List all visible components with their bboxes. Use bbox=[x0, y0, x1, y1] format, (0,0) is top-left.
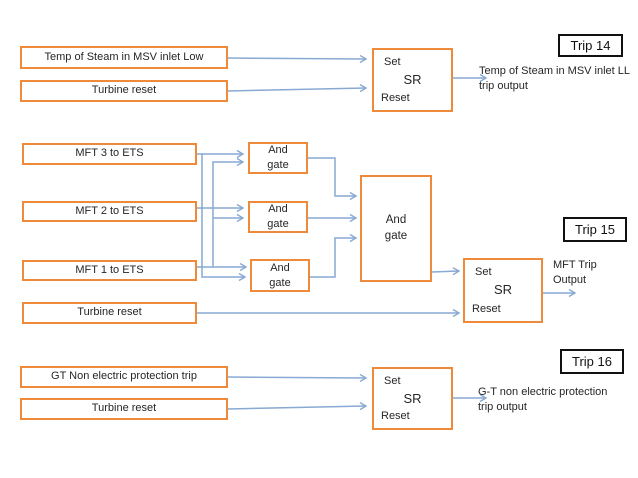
wire-t14-reset-line bbox=[227, 84, 368, 93]
input-box-label: Turbine reset bbox=[77, 306, 142, 319]
sr-reset-label: Reset bbox=[381, 92, 410, 104]
sr-label: SR bbox=[403, 72, 422, 87]
wire-gate3-to-biggate bbox=[310, 233, 358, 278]
output-label-line1: MFT Trip bbox=[553, 259, 597, 271]
sr-set-label: Set bbox=[384, 375, 401, 387]
trip-badge-14: Trip 14 bbox=[558, 34, 623, 57]
input-box-msv-inlet-low: Temp of Steam in MSV inlet Low bbox=[20, 46, 228, 69]
sr-set-label: Set bbox=[475, 266, 492, 278]
and-gate-1: And gate bbox=[248, 142, 308, 174]
and-gate-2: And gate bbox=[248, 201, 308, 233]
and-gate-label: And gate bbox=[267, 144, 289, 171]
wire-mft3-branch-to-gate3 bbox=[201, 154, 247, 282]
input-box-mft1: MFT 1 to ETS bbox=[22, 260, 197, 281]
wire-biggate-to-set bbox=[431, 267, 461, 276]
wire-t16-reset-line bbox=[227, 402, 368, 411]
and-gate-main: And gate bbox=[360, 175, 432, 282]
sr-latch-trip15: Set SR Reset bbox=[463, 258, 543, 323]
output-label-line1: Temp of Steam in MSV inlet LL bbox=[479, 65, 631, 77]
sr-latch-trip14: Set SR Reset bbox=[372, 48, 453, 112]
sr-reset-label: Reset bbox=[472, 303, 501, 315]
sr-latch-trip16: Set SR Reset bbox=[372, 367, 453, 430]
output-label-trip15: MFT Trip Output bbox=[553, 258, 633, 288]
input-box-label: MFT 2 to ETS bbox=[75, 204, 144, 217]
input-box-mft3: MFT 3 to ETS bbox=[22, 143, 197, 165]
input-box-turbine-reset-t16: Turbine reset bbox=[20, 398, 228, 420]
input-box-label: Temp of Steam in MSV inlet Low bbox=[44, 50, 204, 63]
and-gate-label: And gate bbox=[267, 203, 289, 230]
output-label-line1: G-T non electric protection bbox=[478, 386, 608, 398]
output-label-line2: trip output bbox=[479, 80, 528, 92]
output-label-trip16: G-T non electric protection trip output bbox=[478, 385, 638, 415]
sr-label: SR bbox=[493, 282, 513, 297]
trip-badge-16: Trip 16 bbox=[560, 349, 624, 374]
output-label-line2: trip output bbox=[478, 401, 527, 413]
sr-set-label: Set bbox=[384, 56, 401, 68]
trip-badge-15: Trip 15 bbox=[563, 217, 627, 242]
and-gate-label: And gate bbox=[384, 213, 408, 242]
sr-label: SR bbox=[403, 391, 422, 406]
sr-reset-label: Reset bbox=[381, 410, 410, 422]
input-box-label: MFT 1 to ETS bbox=[75, 263, 144, 276]
and-gate-label: And gate bbox=[269, 261, 291, 289]
and-gate-3: And gate bbox=[250, 259, 310, 292]
input-box-label: MFT 3 to ETS bbox=[75, 147, 144, 160]
wire-t16-input1-to-set bbox=[227, 373, 368, 383]
wire-mft1-branch-to-gate1 bbox=[212, 157, 245, 267]
input-box-gt-non-electric: GT Non electric protection trip bbox=[20, 366, 228, 388]
input-box-mft2: MFT 2 to ETS bbox=[22, 201, 197, 222]
trip-badge-label: Trip 14 bbox=[570, 38, 611, 53]
wire-gate1-to-biggate bbox=[308, 157, 358, 201]
trip-badge-label: Trip 15 bbox=[575, 222, 615, 237]
input-box-label: Turbine reset bbox=[91, 402, 157, 415]
input-box-turbine-reset-t15: Turbine reset bbox=[22, 302, 197, 324]
input-box-label: Turbine reset bbox=[91, 84, 157, 97]
output-label-line2: Output bbox=[553, 274, 587, 286]
input-box-turbine-reset-t14: Turbine reset bbox=[20, 80, 228, 102]
output-label-trip14: Temp of Steam in MSV inlet LL trip outpu… bbox=[479, 64, 638, 94]
input-box-label: GT Non electric protection trip bbox=[51, 370, 197, 383]
wire-t14-input1-to-set bbox=[227, 54, 368, 64]
trip-badge-label: Trip 16 bbox=[572, 354, 612, 369]
